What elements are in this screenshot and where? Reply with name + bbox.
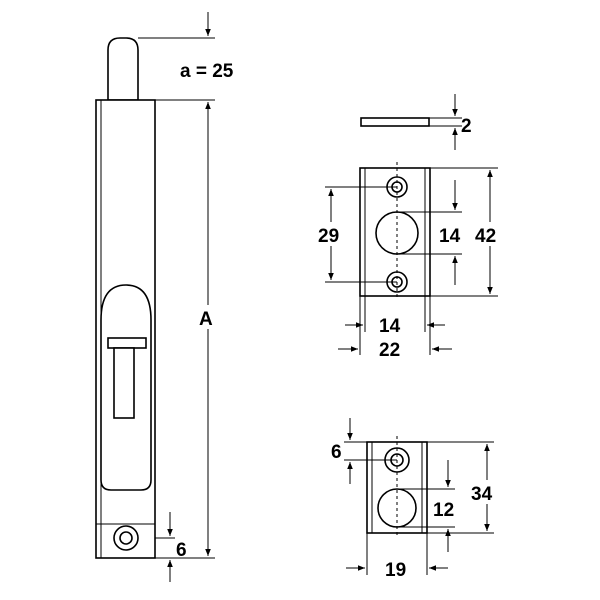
dimension-bolt-hole-offset: 6 [155, 512, 187, 582]
strike-body [366, 441, 428, 534]
dimension-strike-hole-dia: 12 [397, 460, 455, 552]
plate-side-view: 2 [360, 94, 472, 150]
strike-hole-dia-label: 12 [433, 500, 454, 521]
dimension-keep-hole-dia: 14 [397, 180, 462, 285]
dimension-strike-width: 19 [346, 533, 448, 581]
dimension-keep-height: 42 [430, 167, 504, 297]
a-value-label: a = 25 [180, 61, 234, 82]
bolt-screw-hole-inner [119, 531, 133, 545]
bolt-body [95, 99, 156, 559]
strike-front-view [366, 436, 428, 538]
bolt-tip [107, 37, 139, 101]
dimension-a: a = 25 [138, 12, 234, 101]
plate-thickness-label: 2 [461, 116, 472, 137]
dimension-strike-height: 34 [427, 441, 500, 534]
keep-height-label: 42 [475, 226, 496, 247]
keep-width-label: 22 [379, 340, 400, 361]
keep-hole-spacing-label: 29 [318, 226, 339, 247]
keep-hole-dia-label: 14 [439, 226, 461, 247]
dimension-A: A [155, 102, 220, 559]
bolt-knob [107, 337, 147, 349]
strike-height-label: 34 [471, 484, 493, 505]
strike-hole-offset-label: 6 [331, 442, 342, 463]
dimension-keep-inner-width: 14 [345, 296, 445, 337]
dimension-keep-hole-spacing: 29 [314, 186, 397, 283]
keep-inner-width-label: 14 [379, 316, 401, 337]
bolt-knob-stem [113, 347, 135, 419]
dimension-keep-width: 22 [338, 296, 452, 361]
keep-front-view [359, 162, 431, 300]
strike-width-label: 19 [385, 560, 406, 581]
bolt-screw-hole-outer [113, 525, 139, 551]
bolt-hole-offset-label: 6 [176, 540, 187, 561]
bolt-slot [100, 284, 152, 491]
length-A-label: A [199, 309, 213, 330]
flush-bolt-front-view [95, 37, 156, 559]
plate [360, 117, 430, 127]
dimension-strike-hole-offset: 6 [331, 418, 397, 484]
